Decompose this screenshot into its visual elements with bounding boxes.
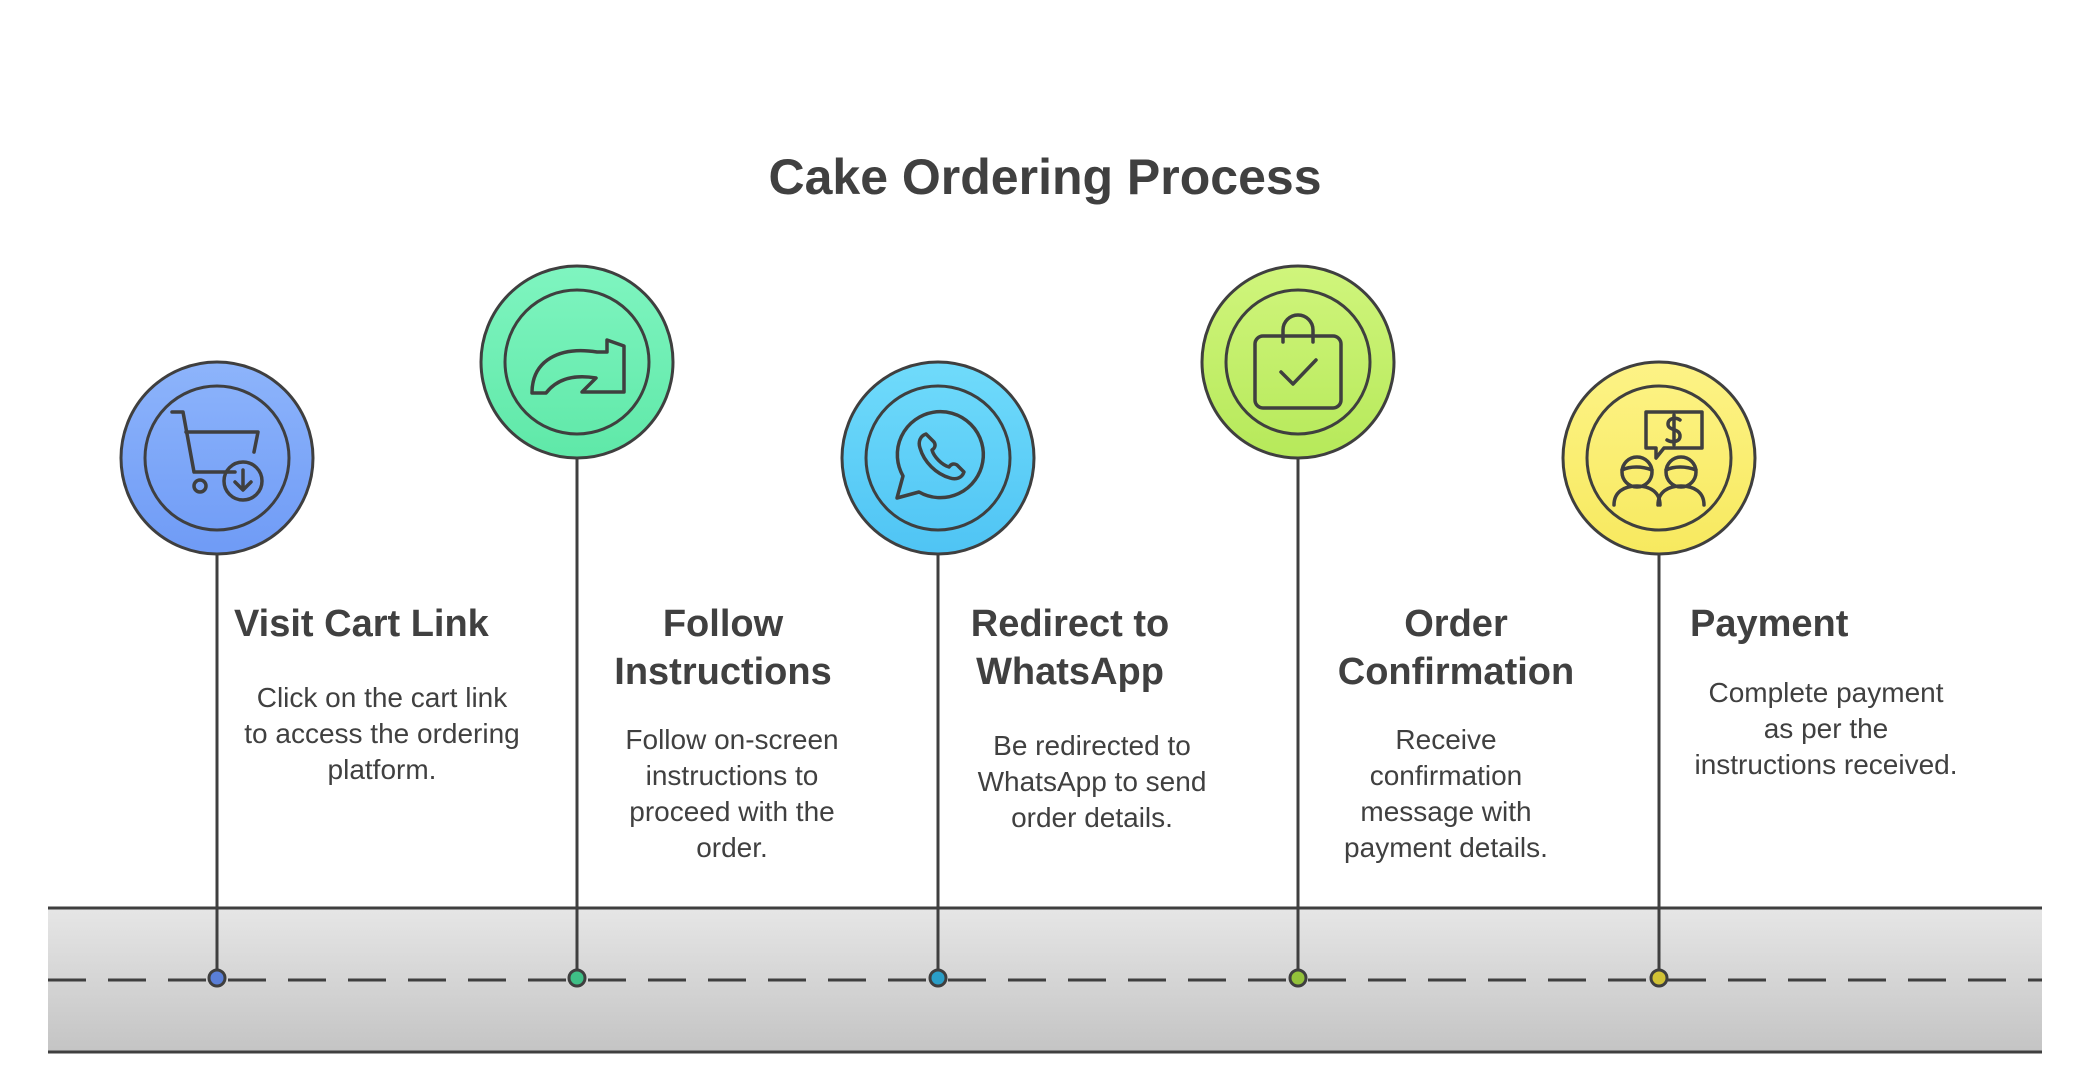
step-1-title: Visit Cart Link xyxy=(234,603,489,645)
step-4 xyxy=(1200,264,1396,988)
step-1-description: Click on the cart link to access the ord… xyxy=(244,682,520,785)
step-5-description: Complete payment as per the instructions… xyxy=(1694,677,1958,780)
step-5-road-dot xyxy=(1649,968,1669,988)
step-2-road-dot xyxy=(567,968,587,988)
step-1-badge xyxy=(119,360,315,556)
step-1 xyxy=(119,360,315,988)
cart-download-icon xyxy=(170,410,264,502)
step-3-road-dot xyxy=(928,968,948,988)
step-2 xyxy=(479,264,675,988)
step-1-road-dot xyxy=(207,968,227,988)
payment-chat-icon xyxy=(1612,410,1706,507)
step-3-description: Be redirected to WhatsApp to send order … xyxy=(977,730,1207,833)
step-2-description: Follow on-screen instructions to proceed… xyxy=(625,724,839,863)
step-4-title: Order Confirmation xyxy=(1337,603,1575,693)
step-3 xyxy=(840,360,1036,988)
step-3-title: Redirect to WhatsApp xyxy=(970,603,1170,693)
shopping-bag-check-icon xyxy=(1253,313,1343,410)
step-4-road-dot xyxy=(1288,968,1308,988)
step-5-badge xyxy=(1561,360,1757,556)
whatsapp-icon xyxy=(895,409,986,500)
step-4-description: Receive confirmation message with paymen… xyxy=(1344,724,1548,863)
step-5 xyxy=(1561,360,1757,988)
step-5-title: Payment xyxy=(1690,603,1849,645)
step-4-badge xyxy=(1200,264,1396,460)
step-2-badge xyxy=(479,264,675,460)
redirect-arrow-icon xyxy=(530,338,626,395)
step-2-title: Follow Instructions xyxy=(614,603,832,693)
diagram-title: Cake Ordering Process xyxy=(768,149,1322,205)
